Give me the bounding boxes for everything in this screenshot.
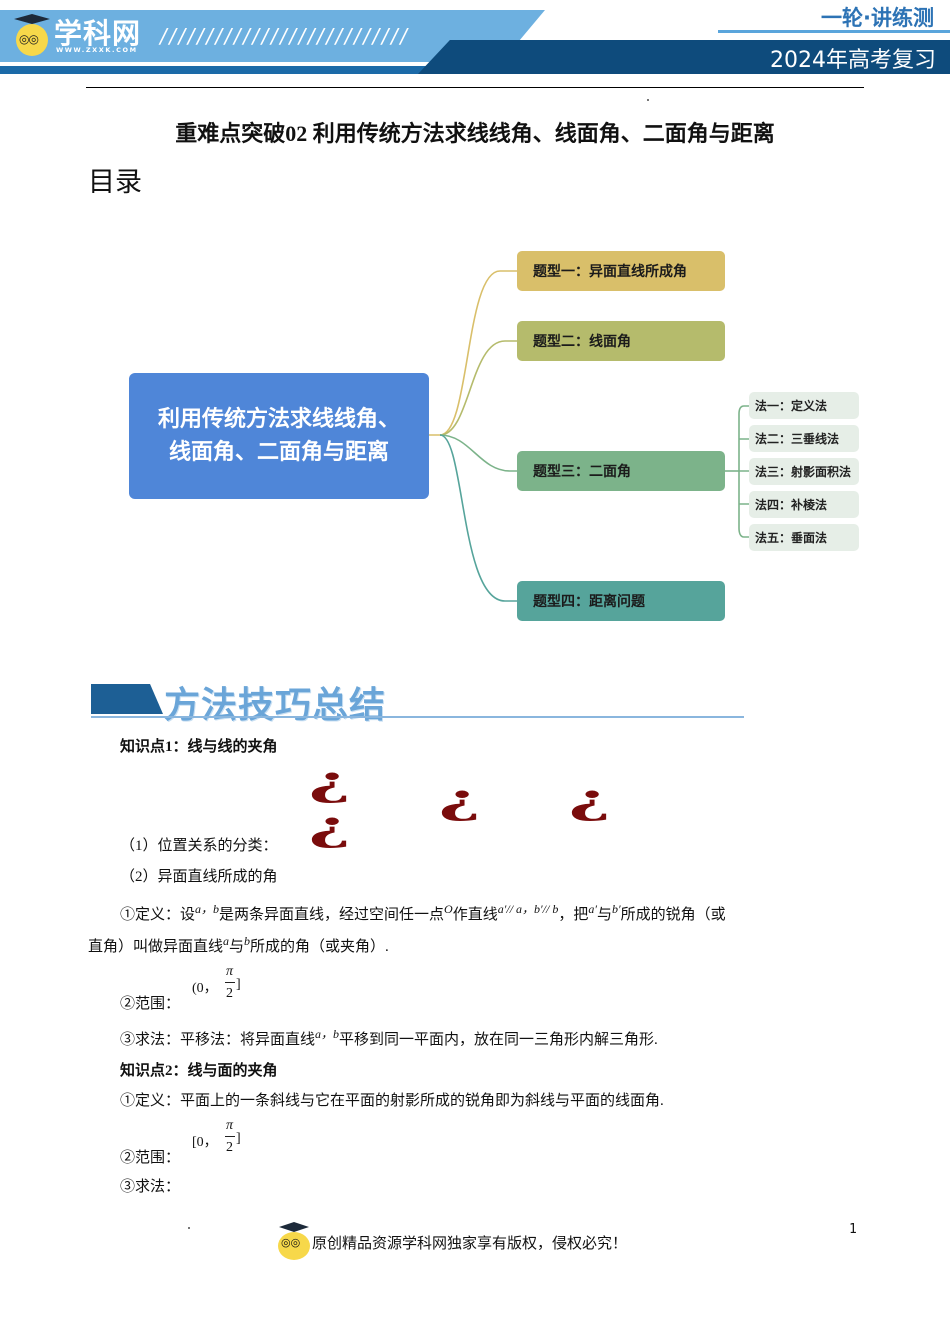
branch-node-1: 题型一：异面直线所成角 — [517, 251, 725, 291]
section-banner-block — [91, 684, 163, 714]
kp1-item1: （1）位置关系的分类： — [120, 838, 278, 854]
glasses-icon: ◎◎ — [19, 32, 39, 46]
header-dark-band — [418, 40, 950, 74]
mindmap-root-node: 利用传统方法求线线角、线面角、二面角与距离 — [129, 373, 429, 499]
section-underline — [91, 716, 744, 718]
header-divider — [86, 87, 864, 88]
kp1-definition-line2: 直角）叫做异面直线a与b所成的角（或夹角）. — [88, 934, 389, 955]
mascot-icon — [278, 1232, 310, 1260]
mindmap-connectors — [429, 270, 749, 602]
section-title: 方法技巧总结 — [164, 685, 387, 725]
kp2-definition: ①定义：平面上的一条斜线与它在平面的射影所成的锐角即为斜线与平面的线面角. — [120, 1093, 664, 1109]
method-node-3: 法三：射影面积法 — [749, 458, 859, 485]
stray-mark — [188, 1227, 190, 1229]
kp2-range-formula: [0， π 2 ] — [192, 1118, 241, 1155]
document-title: 重难点突破02 利用传统方法求线线角、线面角、二面角与距离 — [175, 121, 775, 146]
broken-image-glyph: ¿ — [438, 776, 481, 823]
decorative-slashes: /////////////////////////// — [160, 24, 410, 48]
mindmap: 利用传统方法求线线角、线面角、二面角与距离 题型一：异面直线所成角 题型二：线面… — [0, 240, 950, 630]
method-node-1: 法一：定义法 — [749, 392, 859, 419]
toc-heading: 目录 — [88, 167, 142, 198]
page-number: 1 — [849, 1222, 857, 1237]
method-node-4: 法四：补棱法 — [749, 491, 859, 518]
method-node-2: 法二：三垂线法 — [749, 425, 859, 452]
kp1-item2: （2）异面直线所成的角 — [120, 869, 278, 885]
graduation-cap-icon — [14, 14, 50, 24]
kp2-range-label: ②范围： — [120, 1150, 181, 1166]
branch-node-4: 题型四：距离问题 — [517, 581, 725, 621]
series-label: 一轮·讲练测 — [821, 6, 934, 30]
kp1-heading: 知识点1：线与线的夹角 — [120, 739, 278, 755]
page-header: ◎◎ 学科网 WWW.ZXXK.COM ////////////////////… — [0, 0, 950, 78]
glasses-icon: ◎◎ — [281, 1236, 301, 1249]
kp1-definition-line1: ①定义：设a，b是两条异面直线，经过空间任一点O作直线a′// a，b′// b… — [120, 902, 726, 923]
stray-mark — [647, 99, 649, 101]
branch-node-2: 题型二：线面角 — [517, 321, 725, 361]
kp2-method: ③求法： — [120, 1179, 181, 1195]
header-accent-line — [718, 30, 950, 33]
kp1-range-label: ②范围： — [120, 996, 181, 1012]
branch-node-3: 题型三：二面角 — [517, 451, 725, 491]
brand-name: 学科网 — [54, 17, 142, 50]
kp1-range-formula: (0， π 2 ] — [192, 964, 241, 1001]
graduation-cap-icon — [279, 1222, 309, 1232]
copyright-notice: 原创精品资源学科网独家享有版权，侵权必究！ — [312, 1236, 628, 1252]
broken-image-glyph: ¿ — [308, 803, 351, 850]
exam-year-label: 2024年高考复习 — [770, 48, 936, 73]
broken-image-glyph: ¿ — [308, 758, 351, 805]
brand-url: WWW.ZXXK.COM — [56, 46, 138, 54]
kp2-heading: 知识点2：线与面的夹角 — [120, 1063, 278, 1079]
method-node-5: 法五：垂面法 — [749, 524, 859, 551]
kp1-method: ③求法：平移法：将异面直线a，b平移到同一平面内，放在同一三角形内解三角形. — [120, 1027, 658, 1048]
broken-image-glyph: ¿ — [568, 776, 611, 823]
mascot-logo-icon — [16, 24, 48, 56]
header-stripe — [0, 66, 430, 74]
